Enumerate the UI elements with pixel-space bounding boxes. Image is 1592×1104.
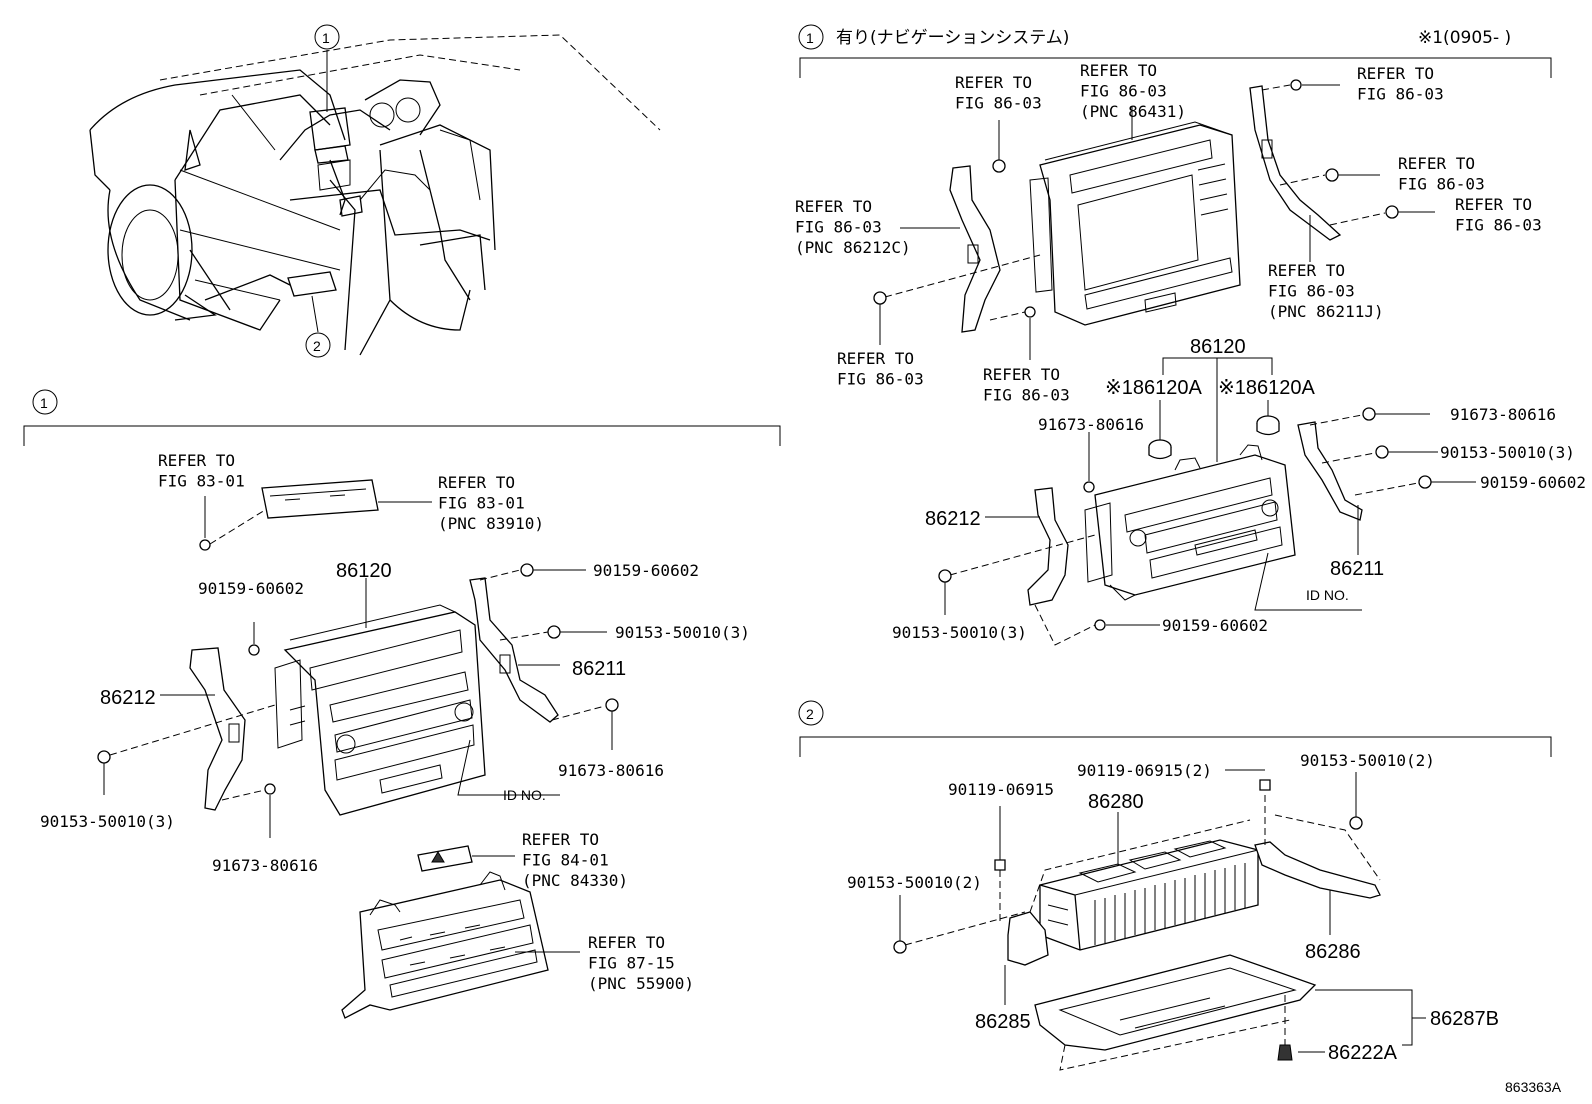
- section-3-amplifier: 2: [798, 700, 1552, 1071]
- section-2-navigation: 1 有り(ナビゲーションシステム) ※1(0905- ): [798, 24, 1552, 360]
- label-90153-50010-3-nav-left: 90153-50010(3): [892, 623, 1027, 642]
- marker-2-vehicle: 2: [305, 332, 331, 358]
- label-86120a-right: ※186120A: [1218, 377, 1315, 399]
- label-90159-60602-nav-right: 90159-60602: [1480, 473, 1586, 492]
- svg-text:1: 1: [322, 30, 330, 46]
- label-86280: 86280: [1088, 791, 1144, 813]
- nav-section-title: 有り(ナビゲーションシステム): [836, 28, 1069, 48]
- figure-id: 863363A: [1505, 1079, 1562, 1095]
- label-90153-50010-3-left: 90153-50010(3): [40, 812, 175, 831]
- section-1-marker: 1: [40, 395, 48, 411]
- vehicle-overview: [89, 34, 661, 356]
- label-id-no-nav: ID NO.: [1306, 587, 1349, 603]
- svg-text:2: 2: [313, 338, 321, 354]
- label-90119-06915: 90119-06915: [948, 780, 1054, 799]
- section-3-marker: 2: [806, 706, 814, 722]
- label-91673-80616-nav-right: 91673-80616: [1450, 405, 1556, 424]
- label-86211-std: 86211: [572, 658, 626, 680]
- label-86211-nav: 86211: [1330, 558, 1384, 580]
- label-86286: 86286: [1305, 941, 1361, 963]
- label-90153-50010-2-right: 90153-50010(2): [1300, 751, 1435, 770]
- nav-section-note: ※1(0905- ): [1418, 28, 1511, 48]
- label-91673-80616-right: 91673-80616: [558, 761, 664, 780]
- label-86287b: 86287B: [1430, 1008, 1499, 1030]
- label-90159-60602-nav-bottom: 90159-60602: [1162, 616, 1268, 635]
- label-90153-50010-3-right: 90153-50010(3): [615, 623, 750, 642]
- section-2-audio-unit: [938, 357, 1476, 646]
- label-90159-60602-left: 90159-60602: [198, 579, 304, 598]
- label-86120-nav: 86120: [1190, 336, 1246, 358]
- label-86212-nav: 86212: [925, 508, 981, 530]
- label-id-no-std: ID NO.: [503, 787, 546, 803]
- marker-1-vehicle: 1: [314, 24, 340, 50]
- label-86120-std: 86120: [336, 560, 392, 582]
- svg-text:1: 1: [806, 30, 814, 46]
- label-86285: 86285: [975, 1011, 1031, 1033]
- section-1-standard: 1: [23, 389, 781, 1019]
- label-91673-80616-nav-left: 91673-80616: [1038, 415, 1144, 434]
- label-86212-std: 86212: [100, 687, 156, 709]
- label-90153-50010-3-nav-right: 90153-50010(3): [1440, 443, 1575, 462]
- label-90153-50010-2-left: 90153-50010(2): [847, 873, 982, 892]
- vehicle-leaders: [311, 50, 328, 333]
- label-90119-06915-2: 90119-06915(2): [1077, 761, 1212, 780]
- label-90159-60602-right: 90159-60602: [593, 561, 699, 580]
- label-91673-80616-bottom: 91673-80616: [212, 856, 318, 875]
- label-86120a-left: ※186120A: [1105, 377, 1202, 399]
- label-86222a: 86222A: [1328, 1042, 1398, 1064]
